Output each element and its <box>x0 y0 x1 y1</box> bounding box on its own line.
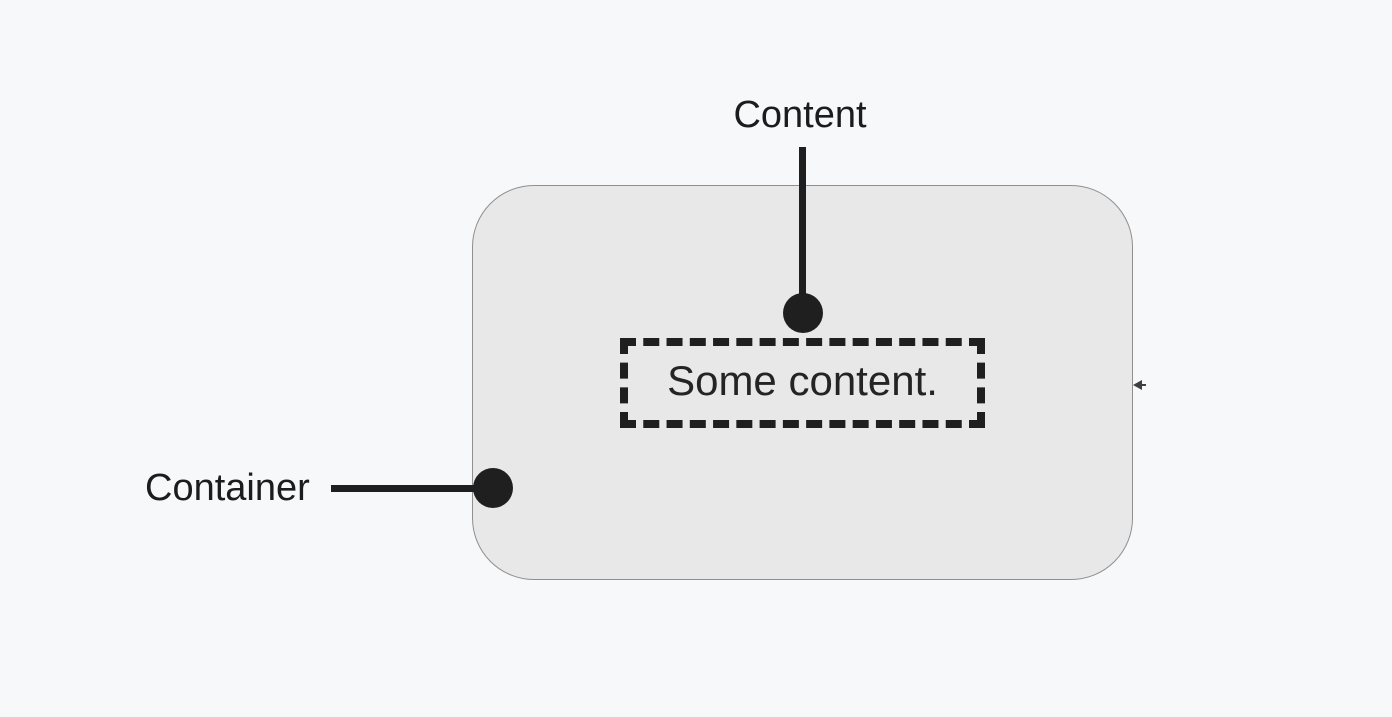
container-connector-dot <box>473 468 513 508</box>
content-dashed-box: Some content. <box>620 338 985 428</box>
arrow-left-icon <box>1133 380 1142 390</box>
content-label: Content <box>733 94 867 136</box>
content-connector-dot <box>783 293 823 333</box>
content-connector-line <box>799 147 806 313</box>
container-connector-line <box>331 485 493 492</box>
container-label: Container <box>145 467 310 509</box>
content-box-text: Some content. <box>667 357 938 404</box>
arrow-left-icon-tail <box>1141 384 1146 386</box>
